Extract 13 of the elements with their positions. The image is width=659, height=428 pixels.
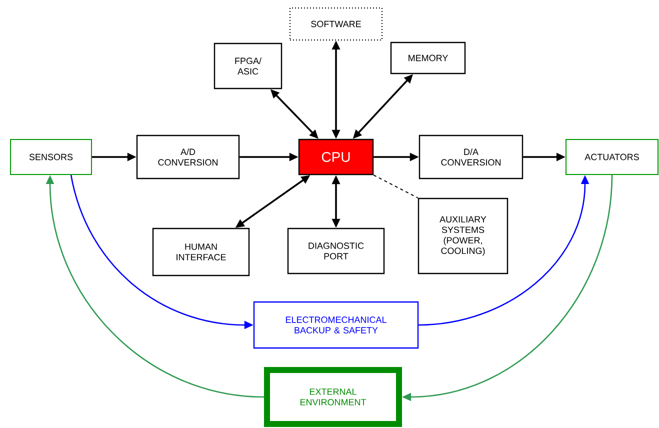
process-box: DIAGNOSTIC PORT — [287, 228, 385, 274]
process-box: D/A CONVERSION — [418, 134, 524, 180]
cpu-box: CPU — [298, 138, 374, 176]
process-box: SENSORS — [10, 139, 92, 175]
process-box: ELECTROMECHANICAL BACKUP & SAFETY — [253, 301, 419, 349]
process-box: MEMORY — [390, 42, 466, 74]
process-box: HUMAN INTERFACE — [152, 228, 250, 276]
process-box: A/D CONVERSION — [136, 134, 240, 180]
process-box: FPGA/ ASIC — [214, 42, 282, 90]
environment-box: EXTERNAL ENVIRONMENT — [264, 367, 402, 427]
process-box: SOFTWARE — [290, 8, 382, 40]
process-box: ACTUATORS — [566, 139, 658, 175]
process-box: AUXILIARY SYSTEMS (POWER, COOLING) — [418, 198, 508, 274]
